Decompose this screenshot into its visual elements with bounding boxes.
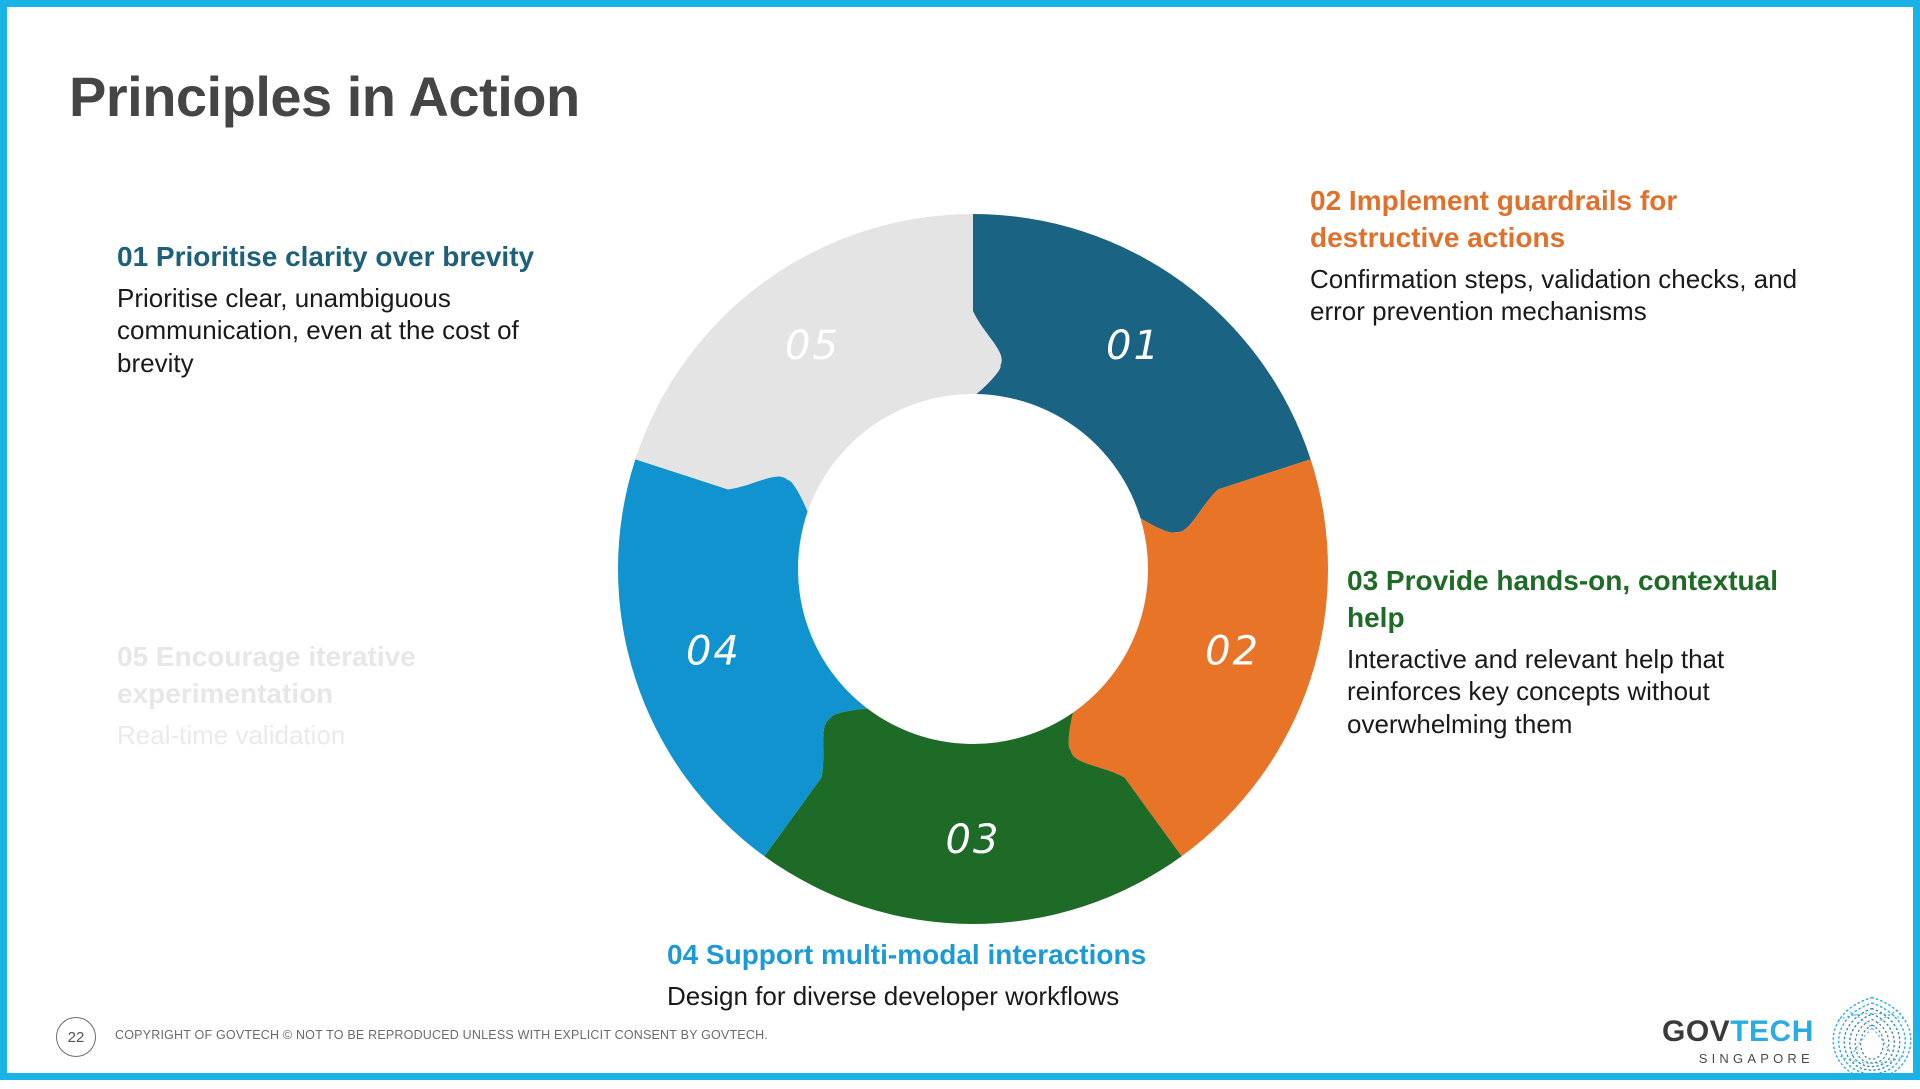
donut-segment-02[interactable] [1068, 459, 1329, 857]
govtech-mark-icon [1826, 992, 1918, 1089]
callout-05: 05 Encourage iterative experimentation R… [117, 639, 547, 751]
donut-segment-04[interactable] [617, 459, 868, 857]
callout-03-heading: 03 Provide hands-on, contextual help [1347, 565, 1778, 633]
callout-01-heading: 01 Prioritise clarity over brevity [117, 241, 535, 272]
logo-word-tech: TECH [1730, 1014, 1814, 1048]
callout-02-heading: 02 Implement guardrails for destructive … [1310, 185, 1678, 253]
donut-segment-03[interactable] [764, 708, 1182, 924]
donut-segment-05[interactable] [635, 214, 1002, 512]
callout-05-heading: 05 Encourage iterative experimentation [117, 641, 416, 709]
callout-02-body: Confirmation steps, validation checks, a… [1310, 263, 1798, 327]
copyright-notice: COPYRIGHT OF GOVTECH © NOT TO BE REPRODU… [115, 1028, 768, 1042]
donut-chart-svg: 01 02 03 04 05 [617, 214, 1329, 924]
logo-subtitle: SINGAPORE [1698, 1050, 1814, 1066]
callout-04: 04 Support multi-modal interactions Desi… [667, 937, 1367, 1012]
donut-segment-labels: 01 02 03 04 05 [686, 323, 1260, 863]
page-number-badge: 22 [56, 1017, 96, 1057]
donut-label-01: 01 [1106, 323, 1161, 369]
donut-segment-01[interactable] [973, 214, 1311, 533]
donut-label-03: 03 [946, 817, 1001, 863]
donut-label-05: 05 [785, 323, 840, 369]
donut-label-04: 04 [686, 628, 741, 674]
callout-01: 01 Prioritise clarity over brevity Prior… [117, 239, 597, 379]
callout-04-heading: 04 Support multi-modal interactions [667, 939, 1147, 970]
callout-01-body: Prioritise clear, unambiguous communicat… [117, 282, 519, 378]
callout-03-body: Interactive and relevant help that reinf… [1347, 643, 1725, 739]
callout-04-body: Design for diverse developer workflows [667, 980, 1120, 1011]
govtech-logo: GOVTECH SINGAPORE [1662, 992, 1918, 1089]
callout-02: 02 Implement guardrails for destructive … [1310, 183, 1810, 328]
donut-chart: 01 02 03 04 05 [603, 199, 1343, 939]
donut-segments [617, 214, 1329, 924]
logo-word-gov: GOV [1662, 1014, 1731, 1048]
donut-label-02: 02 [1205, 628, 1260, 674]
callout-03: 03 Provide hands-on, contextual help Int… [1347, 563, 1827, 740]
page-title: Principles in Action [69, 65, 580, 128]
callout-05-body: Real-time validation [117, 719, 346, 750]
